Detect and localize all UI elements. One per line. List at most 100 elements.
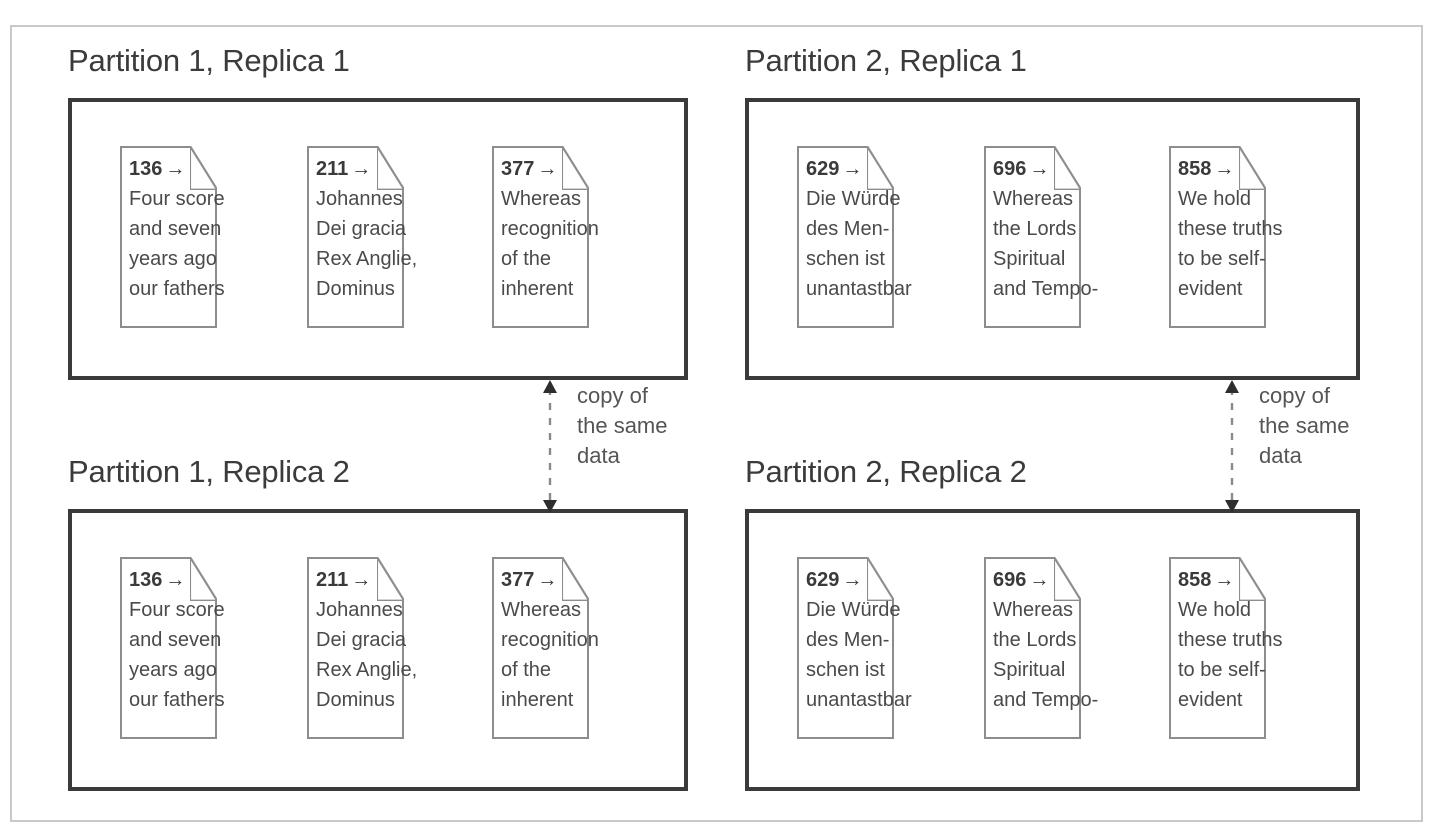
document-body-line: schen ist <box>806 248 885 270</box>
document-body: We hold these truths to be self- evident <box>1178 184 1283 304</box>
quadrant-box: 629→ Die Würde des Men- schen ist unanta… <box>745 509 1360 791</box>
document-body: We hold these truths to be self- evident <box>1178 595 1283 715</box>
document-body-line: these truths <box>1178 629 1283 651</box>
document-card[interactable]: 696→ Whereas the Lords Spiritual and Tem… <box>984 146 1099 328</box>
document-card-row: 136→ Four score and seven years ago our … <box>72 513 684 787</box>
quadrant-title: Partition 2, Replica 2 <box>745 454 1027 489</box>
document-text: 696→ Whereas the Lords Spiritual and Tem… <box>993 565 1098 715</box>
document-body-line: our fathers <box>129 278 225 300</box>
quadrant-title: Partition 1, Replica 2 <box>68 454 350 489</box>
document-body-line: the Lords <box>993 629 1077 651</box>
document-text: 858→ We hold these truths to be self- ev… <box>1178 154 1283 304</box>
document-body-line: to be self- <box>1178 248 1266 270</box>
document-card-row: 136→ Four score and seven years ago our … <box>72 102 684 376</box>
document-key: 858→ <box>1178 565 1262 595</box>
arrow-right-icon: → <box>537 158 558 180</box>
document-card[interactable]: 211→ Johannes Dei gracia Rex Anglie, Dom… <box>307 557 417 739</box>
document-body-line: Die Würde <box>806 188 901 210</box>
document-body: Whereas recognition of the inherent <box>501 595 599 715</box>
document-body-line: We hold <box>1178 599 1252 621</box>
document-body-line: evident <box>1178 689 1243 711</box>
document-body-line: recognition <box>501 629 599 651</box>
arrow-right-icon: → <box>537 569 558 591</box>
document-key: 211→ <box>316 154 400 184</box>
connector-label-line: copy of <box>1259 383 1330 408</box>
document-card[interactable]: 136→ Four score and seven years ago our … <box>120 146 225 328</box>
document-body-line: Whereas <box>501 599 582 621</box>
arrow-right-icon: → <box>1029 569 1050 591</box>
document-card[interactable]: 696→ Whereas the Lords Spiritual and Tem… <box>984 557 1098 739</box>
document-body-line: Whereas <box>993 599 1074 621</box>
document-key-value: 136 <box>129 569 163 591</box>
connector-label-line: the same <box>1259 413 1350 438</box>
arrow-right-icon: → <box>1029 158 1050 180</box>
document-key: 377→ <box>501 565 585 595</box>
document-body: Four score and seven years ago our fathe… <box>129 184 225 304</box>
document-text: 629→ Die Würde des Men- schen ist unanta… <box>806 565 912 715</box>
document-key: 696→ <box>993 154 1077 184</box>
quadrant-box: 136→ Four score and seven years ago our … <box>68 98 688 380</box>
document-key: 136→ <box>129 565 213 595</box>
document-body-line: Dominus <box>316 689 395 711</box>
document-card[interactable]: 377→ Whereas recognition of the inherent <box>492 557 599 739</box>
document-key-value: 136 <box>129 158 163 180</box>
quadrant-box: 136→ Four score and seven years ago our … <box>68 509 688 791</box>
arrow-right-icon: → <box>842 158 863 180</box>
connector-label: copy of the same data <box>577 381 668 471</box>
document-body-line: des Men- <box>806 629 890 651</box>
arrow-right-icon: → <box>351 569 372 591</box>
connector-label-line: data <box>577 443 620 468</box>
document-body-line: evident <box>1178 278 1243 300</box>
dashed-double-arrow-icon <box>541 380 559 513</box>
document-body-line: Johannes <box>316 599 403 621</box>
document-body: Johannes Dei gracia Rex Anglie, Dominus <box>316 184 418 304</box>
arrow-right-icon: → <box>1214 569 1235 591</box>
document-card[interactable]: 858→ We hold these truths to be self- ev… <box>1169 146 1283 328</box>
document-card[interactable]: 629→ Die Würde des Men- schen ist unanta… <box>797 146 912 328</box>
document-body-line: Rex Anglie, <box>316 248 418 270</box>
document-body: Johannes Dei gracia Rex Anglie, Dominus <box>316 595 417 715</box>
document-body-line: and Tempo- <box>993 278 1099 300</box>
document-text: 629→ Die Würde des Men- schen ist unanta… <box>806 154 912 304</box>
document-key: 858→ <box>1178 154 1262 184</box>
replication-connector-left: copy of the same data <box>541 380 681 513</box>
document-key: 629→ <box>806 154 890 184</box>
document-text: 858→ We hold these truths to be self- ev… <box>1178 565 1283 715</box>
document-key-value: 377 <box>501 158 535 180</box>
document-body-line: the Lords <box>993 218 1077 240</box>
document-key: 377→ <box>501 154 585 184</box>
document-body-line: and seven <box>129 218 222 240</box>
document-body-line: to be self- <box>1178 659 1266 681</box>
document-text: 377→ Whereas recognition of the inherent <box>501 565 599 715</box>
document-body-line: these truths <box>1178 218 1283 240</box>
document-text: 696→ Whereas the Lords Spiritual and Tem… <box>993 154 1099 304</box>
document-shape <box>1169 557 1266 739</box>
document-card[interactable]: 136→ Four score and seven years ago our … <box>120 557 225 739</box>
document-card[interactable]: 377→ Whereas recognition of the inherent <box>492 146 599 328</box>
document-card[interactable]: 211→ Johannes Dei gracia Rex Anglie, Dom… <box>307 146 418 328</box>
arrow-right-icon: → <box>842 569 863 591</box>
document-body-line: Whereas <box>993 188 1074 210</box>
document-body-line: of the <box>501 248 552 270</box>
connector-label: copy of the same data <box>1259 381 1350 471</box>
document-body: Whereas recognition of the inherent <box>501 184 599 304</box>
document-body-line: years ago <box>129 659 217 681</box>
arrow-right-icon: → <box>165 158 186 180</box>
document-body-line: Spiritual <box>993 248 1066 270</box>
document-body-line: Johannes <box>316 188 403 210</box>
document-body-line: our fathers <box>129 689 225 711</box>
document-body-line: Dominus <box>316 278 395 300</box>
document-body-line: Four score <box>129 188 225 210</box>
document-body-line: Dei gracia <box>316 629 407 651</box>
connector-label-line: copy of <box>577 383 648 408</box>
arrow-right-icon: → <box>1214 158 1235 180</box>
document-key-value: 858 <box>1178 569 1212 591</box>
document-key-value: 858 <box>1178 158 1212 180</box>
document-body-line: Dei gracia <box>316 218 407 240</box>
document-card[interactable]: 629→ Die Würde des Men- schen ist unanta… <box>797 557 912 739</box>
document-card[interactable]: 858→ We hold these truths to be self- ev… <box>1169 557 1283 739</box>
document-key: 211→ <box>316 565 400 595</box>
document-body-line: inherent <box>501 278 574 300</box>
document-text: 377→ Whereas recognition of the inherent <box>501 154 599 304</box>
